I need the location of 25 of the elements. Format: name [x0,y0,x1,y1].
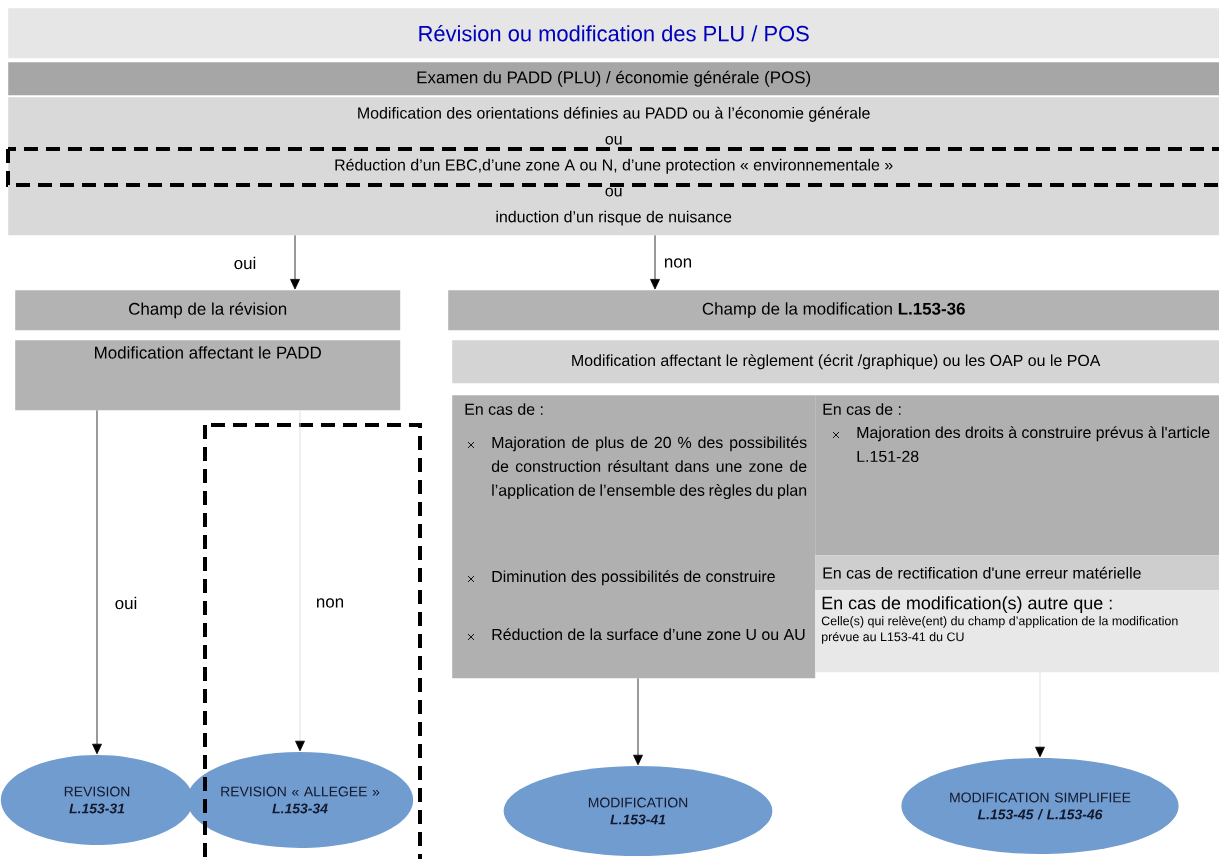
condition-box: En cas de modification(s) autre que : Celle(s) qui relève(ent) du champ d’application de la modification prévue au L153-41 du CU [815,590,1219,673]
process-box: Champ de la modification L.153-36 [448,290,1219,331]
edge-label: non [665,258,691,268]
title-band: Révision ou modification des PLU / POS [8,8,1219,59]
list-item: Majoration des droits à construire prévus à l'article L.151-28 [857,426,1210,462]
edge-label: non [317,598,343,608]
arrow [295,410,305,752]
arrow [290,235,300,290]
question-band: Modification des orientations définies au PADD ou à l’économie générale ou Réduction d’un EBC,d’une zone A ou N, d’une protection « environnementale » ou induction d’un risque de nuisance [8,97,1219,236]
list-item: Diminution des possibilités de construire [492,570,775,586]
arrow [650,235,660,290]
edge-label: oui [115,596,137,610]
edge-label: oui [234,256,256,270]
panel-heading: En cas de : [465,403,543,415]
arrow [633,678,643,766]
process-box: Modification affectant le PADD [15,340,401,411]
arrow [1035,672,1045,758]
heading-band: Examen du PADD (PLU) / économie générale (POS) [8,62,1219,96]
list-item: Réduction de la surface d’une zone U ou AU [492,628,805,641]
condition-box: En cas de rectification d'une erreur matérielle [815,555,1219,591]
panel-heading: En cas de : [823,403,901,415]
arrow [92,410,102,755]
process-box: Modification affectant le règlement (écrit /graphique) ou les OAP ou le POA [452,340,1219,384]
list-item: Majoration de plus de 20 % des possibilités de construction résultant dans une zone de l’application de l’ensemble des règles du plan [491,436,807,500]
process-box: Champ de la révision [15,290,401,331]
